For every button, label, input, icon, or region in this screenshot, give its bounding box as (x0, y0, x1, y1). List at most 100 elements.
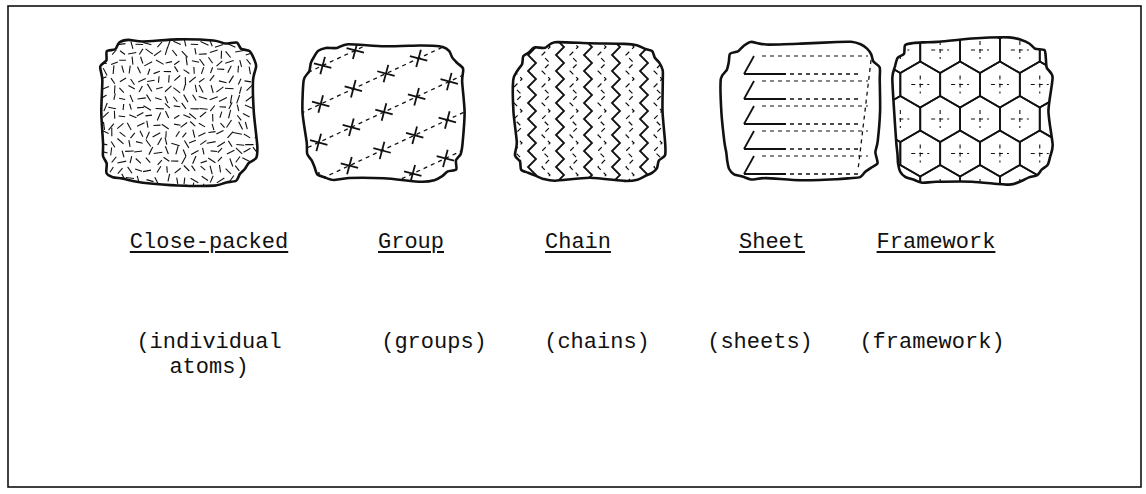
bond-line (166, 166, 168, 172)
bond-line (247, 85, 252, 90)
bond-dash (1031, 222, 1049, 223)
framework-cell (1060, 62, 1100, 108)
bond-dash (911, 222, 929, 223)
bond-dash (871, 222, 889, 223)
bond-dash (851, 49, 869, 50)
bond-line (506, 49, 523, 54)
bond-line (744, 98, 786, 100)
bond-dash (1119, 214, 1120, 232)
bond-line (202, 176, 208, 180)
bond-line (349, 119, 354, 136)
bond-line (168, 174, 170, 182)
bond-line (145, 30, 149, 36)
bond-line (184, 165, 189, 170)
bond-dash (991, 15, 1009, 16)
bond-dash (999, 214, 1000, 232)
bond-dash (790, 123, 860, 124)
bond-line (239, 122, 243, 130)
bond-line (254, 85, 259, 92)
bond-line (147, 80, 154, 81)
bond-line (408, 203, 413, 220)
bond-line (189, 77, 196, 82)
framework-cell (1000, 165, 1040, 211)
bond-line (351, 80, 356, 97)
structure-name: Framework (877, 230, 996, 255)
framework-cell (1060, 131, 1100, 177)
bond-line (113, 65, 115, 74)
bond-line (286, 111, 291, 128)
bond-line (200, 42, 208, 46)
bond-dash (971, 187, 989, 188)
bond-dash (762, 105, 868, 106)
framework-cell (841, 165, 881, 211)
bond-line (165, 103, 170, 108)
sample-outline (721, 42, 881, 181)
bond-line (467, 179, 484, 184)
bond-line (189, 113, 196, 119)
bond-line (139, 49, 143, 55)
bond-dash (1031, 15, 1049, 16)
bond-line (744, 56, 754, 74)
structure-pattern (744, 52, 872, 174)
bond-line (153, 125, 160, 126)
bond-line (148, 69, 150, 75)
structure-unit: (groups) (381, 330, 487, 355)
bond-dash (790, 73, 860, 74)
bond-line (229, 76, 234, 83)
bond-dash (1079, 214, 1080, 232)
bond-line (219, 32, 226, 37)
bond-line (128, 36, 135, 38)
bond-line (210, 50, 218, 53)
bond-dash (762, 155, 868, 156)
bond-dash (1099, 110, 1100, 128)
bond-line (129, 140, 130, 147)
bond-line (236, 187, 244, 188)
structure-name: Group (378, 230, 444, 255)
bond-line (208, 57, 212, 63)
bond-line (281, 78, 298, 83)
bond-line (184, 141, 188, 148)
bond-line (117, 161, 126, 163)
bond-line (500, 164, 517, 169)
bond-line (147, 84, 152, 92)
bond-line (449, 34, 454, 51)
bond-line (219, 81, 227, 83)
framework-cell (1100, 0, 1140, 39)
bond-line (172, 50, 177, 56)
bond-line (189, 140, 196, 143)
framework-cell (1100, 131, 1140, 177)
bond-line (210, 166, 212, 174)
bond-line (211, 67, 213, 73)
bond-dash (871, 153, 889, 154)
sample-outline (302, 44, 464, 182)
bond-line (137, 123, 144, 127)
bond-line (198, 133, 205, 136)
bond-line (117, 123, 123, 128)
bond-line (171, 160, 178, 161)
bond-line (217, 61, 223, 66)
bond-line (481, 19, 486, 36)
bond-line (277, 155, 294, 160)
bond-line (182, 51, 188, 57)
bond-line (435, 195, 452, 200)
bond-line (220, 141, 225, 158)
bond-line (242, 158, 250, 162)
bond-dash (1110, 15, 1128, 16)
bond-line (149, 147, 153, 155)
bond-line (153, 32, 159, 38)
bond-line (120, 132, 126, 136)
bond-line (200, 140, 206, 144)
bond-line (238, 79, 241, 85)
bond-line (237, 115, 241, 120)
bond-line (134, 151, 142, 153)
bond-line (388, 0, 393, 5)
chain-line (612, 39, 620, 183)
bond-line (220, 112, 222, 118)
bond-line (235, 51, 244, 52)
bond-line (255, 93, 256, 100)
bond-line (229, 102, 232, 109)
bond-line (93, 93, 94, 99)
bond-line (146, 180, 153, 182)
bond-line (193, 67, 194, 74)
framework-cell (1020, 131, 1060, 177)
